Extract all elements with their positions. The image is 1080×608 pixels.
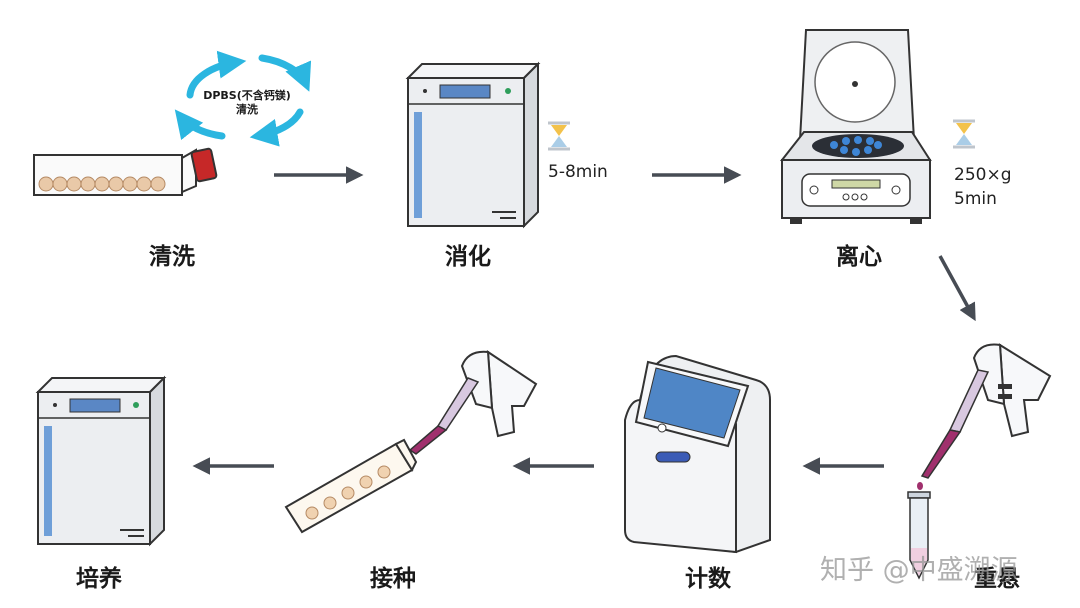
step-label-seed: 接种	[370, 566, 416, 592]
pipette-icon	[917, 343, 1052, 490]
flow-arrows	[192, 166, 976, 475]
step-label-culture: 培养	[76, 566, 122, 592]
step-label-count: 计数	[685, 566, 731, 592]
wash-cycle-line1: DPBS(不含钙镁)	[203, 89, 291, 102]
centrifuge-time: 5min	[954, 189, 997, 209]
cell-counter-icon	[624, 354, 771, 554]
wash-cycle-arrows-icon	[174, 50, 312, 147]
culture-flask-icon	[33, 147, 218, 196]
incubator-icon	[405, 61, 541, 229]
wash-cycle-label: DPBS(不含钙镁) 清洗	[203, 89, 291, 117]
centrifuge-params: 250×g 5min	[954, 163, 1011, 211]
hourglass-icon	[548, 121, 570, 151]
step-label-digest: 消化	[445, 244, 491, 270]
seeding-flask-icon	[284, 438, 418, 534]
centrifuge-tube-icon	[907, 491, 931, 580]
watermark: 知乎 @中盛溯源	[820, 555, 1018, 586]
step-label-resuspend: 重悬	[974, 566, 1020, 592]
incubator-icon	[35, 375, 167, 547]
hourglass-icon	[953, 119, 975, 149]
arrow-centrifuge-to-resuspend	[938, 255, 976, 322]
step-label-wash: 清洗	[149, 244, 195, 270]
wash-cycle-line2: 清洗	[236, 103, 258, 116]
centrifuge-speed: 250×g	[954, 165, 1012, 185]
step-label-centrifuge: 离心	[836, 244, 882, 270]
centrifuge-icon	[779, 29, 932, 224]
pipette-icon	[408, 350, 538, 455]
digestion-time: 5-8min	[548, 162, 608, 182]
